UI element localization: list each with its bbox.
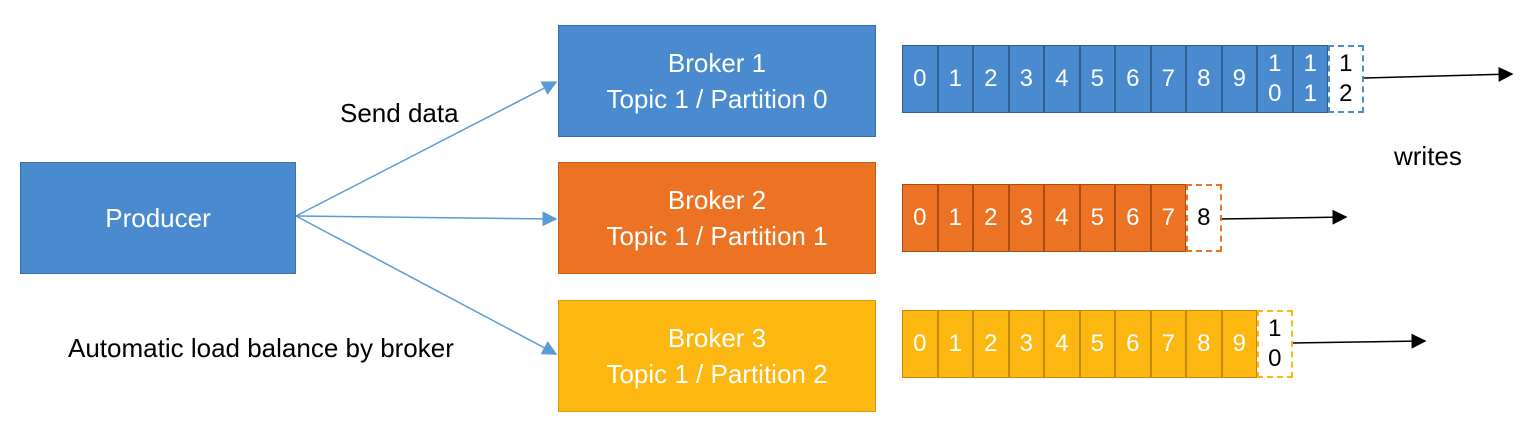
send-arrow-broker-2 [295, 211, 558, 227]
broker-2-topic: Topic 1 / Partition 1 [606, 221, 828, 251]
offset-digit: 1 [1303, 80, 1317, 107]
offset-cell: 0 [902, 310, 938, 378]
offset-digit: 0 [1268, 80, 1282, 107]
offset-cell: 6 [1115, 310, 1151, 378]
producer-label: Producer [105, 203, 211, 233]
offset-digit: 0 [1268, 345, 1282, 372]
offset-digit: 5 [1090, 65, 1104, 92]
offset-cell: 7 [1150, 310, 1186, 378]
offset-cell: 6 [1115, 184, 1151, 252]
offset-cell: 8 [1186, 310, 1222, 378]
offset-digit: 3 [1019, 65, 1033, 92]
broker-1-name: Broker 1 [667, 48, 767, 78]
broker-2-box: Broker 2 Topic 1 / Partition 1 [558, 162, 876, 274]
broker-3-box: Broker 3 Topic 1 / Partition 2 [558, 300, 876, 412]
offset-digit: 1 [1339, 50, 1353, 77]
offset-cell: 1 [937, 184, 973, 252]
offset-cell: 7 [1150, 184, 1186, 252]
offset-digit: 2 [984, 65, 998, 92]
offset-digit: 8 [1197, 330, 1211, 357]
offset-digit: 1 [948, 330, 962, 357]
offset-digit: 6 [1126, 330, 1140, 357]
send-data-label: Send data [340, 98, 459, 128]
offset-digit: 5 [1090, 204, 1104, 231]
offset-digit: 7 [1161, 65, 1175, 92]
send-arrow-broker-1 [295, 81, 558, 217]
offset-digit: 0 [913, 204, 927, 231]
offset-digit: 2 [1339, 80, 1353, 107]
offset-digit: 7 [1161, 330, 1175, 357]
offset-cell: 5 [1079, 310, 1115, 378]
offset-digit: 6 [1126, 65, 1140, 92]
write-arrow-partition-2 [1291, 333, 1427, 349]
offset-digit: 9 [1232, 65, 1246, 92]
offset-cell: 2 [973, 45, 1009, 113]
offset-cell: 3 [1008, 45, 1044, 113]
offset-digit: 8 [1197, 65, 1211, 92]
offset-cell: 8 [1186, 45, 1222, 113]
offset-cell: 4 [1044, 184, 1080, 252]
offset-digit: 1 [1268, 315, 1282, 342]
offset-digit: 2 [984, 330, 998, 357]
offset-cell: 4 [1044, 45, 1080, 113]
offset-digit: 4 [1055, 330, 1069, 357]
offset-digit: 1 [1268, 50, 1282, 77]
offset-cell: 0 [902, 45, 938, 113]
send-arrow-broker-3 [295, 215, 558, 355]
offset-cell: 2 [973, 184, 1009, 252]
offset-digit: 1 [948, 65, 962, 92]
offset-cell: 5 [1079, 184, 1115, 252]
offset-cell: 3 [1008, 310, 1044, 378]
offset-digit: 1 [1303, 50, 1317, 77]
offset-digit: 4 [1055, 204, 1069, 231]
offset-cell: 1 [937, 310, 973, 378]
offset-cell: 3 [1008, 184, 1044, 252]
broker-3-topic: Topic 1 / Partition 2 [606, 359, 828, 389]
offset-cell: 7 [1150, 45, 1186, 113]
offset-digit: 3 [1019, 330, 1033, 357]
broker-1-topic: Topic 1 / Partition 0 [606, 84, 828, 114]
offset-digit: 2 [984, 204, 998, 231]
offset-cell: 9 [1221, 45, 1257, 113]
next-offset-cell: 8 [1186, 184, 1222, 252]
offset-cell: 0 [902, 184, 938, 252]
offset-cell: 5 [1079, 45, 1115, 113]
offset-digit: 7 [1161, 204, 1175, 231]
offset-cell: 2 [973, 310, 1009, 378]
offset-digit: 1 [948, 204, 962, 231]
writes-label: writes [1394, 141, 1462, 171]
offset-cell: 9 [1221, 310, 1257, 378]
broker-3-name: Broker 3 [667, 323, 767, 353]
broker-1-box: Broker 1 Topic 1 / Partition 0 [558, 25, 876, 137]
offset-digit: 0 [913, 330, 927, 357]
offset-digit: 6 [1126, 204, 1140, 231]
offset-cell: 1 [937, 45, 973, 113]
broker-2-name: Broker 2 [667, 185, 767, 215]
offset-digit: 8 [1197, 204, 1211, 231]
producer-box: Producer [20, 162, 296, 274]
write-arrow-partition-0 [1363, 66, 1514, 82]
offset-cell: 6 [1115, 45, 1151, 113]
offset-digit: 9 [1232, 330, 1246, 357]
write-arrow-partition-1 [1219, 209, 1348, 225]
load-balance-label: Automatic load balance by broker [68, 333, 454, 363]
offset-digit: 4 [1055, 65, 1069, 92]
offset-digit: 0 [913, 65, 927, 92]
offset-digit: 3 [1019, 204, 1033, 231]
offset-cell: 4 [1044, 310, 1080, 378]
offset-digit: 5 [1090, 330, 1104, 357]
